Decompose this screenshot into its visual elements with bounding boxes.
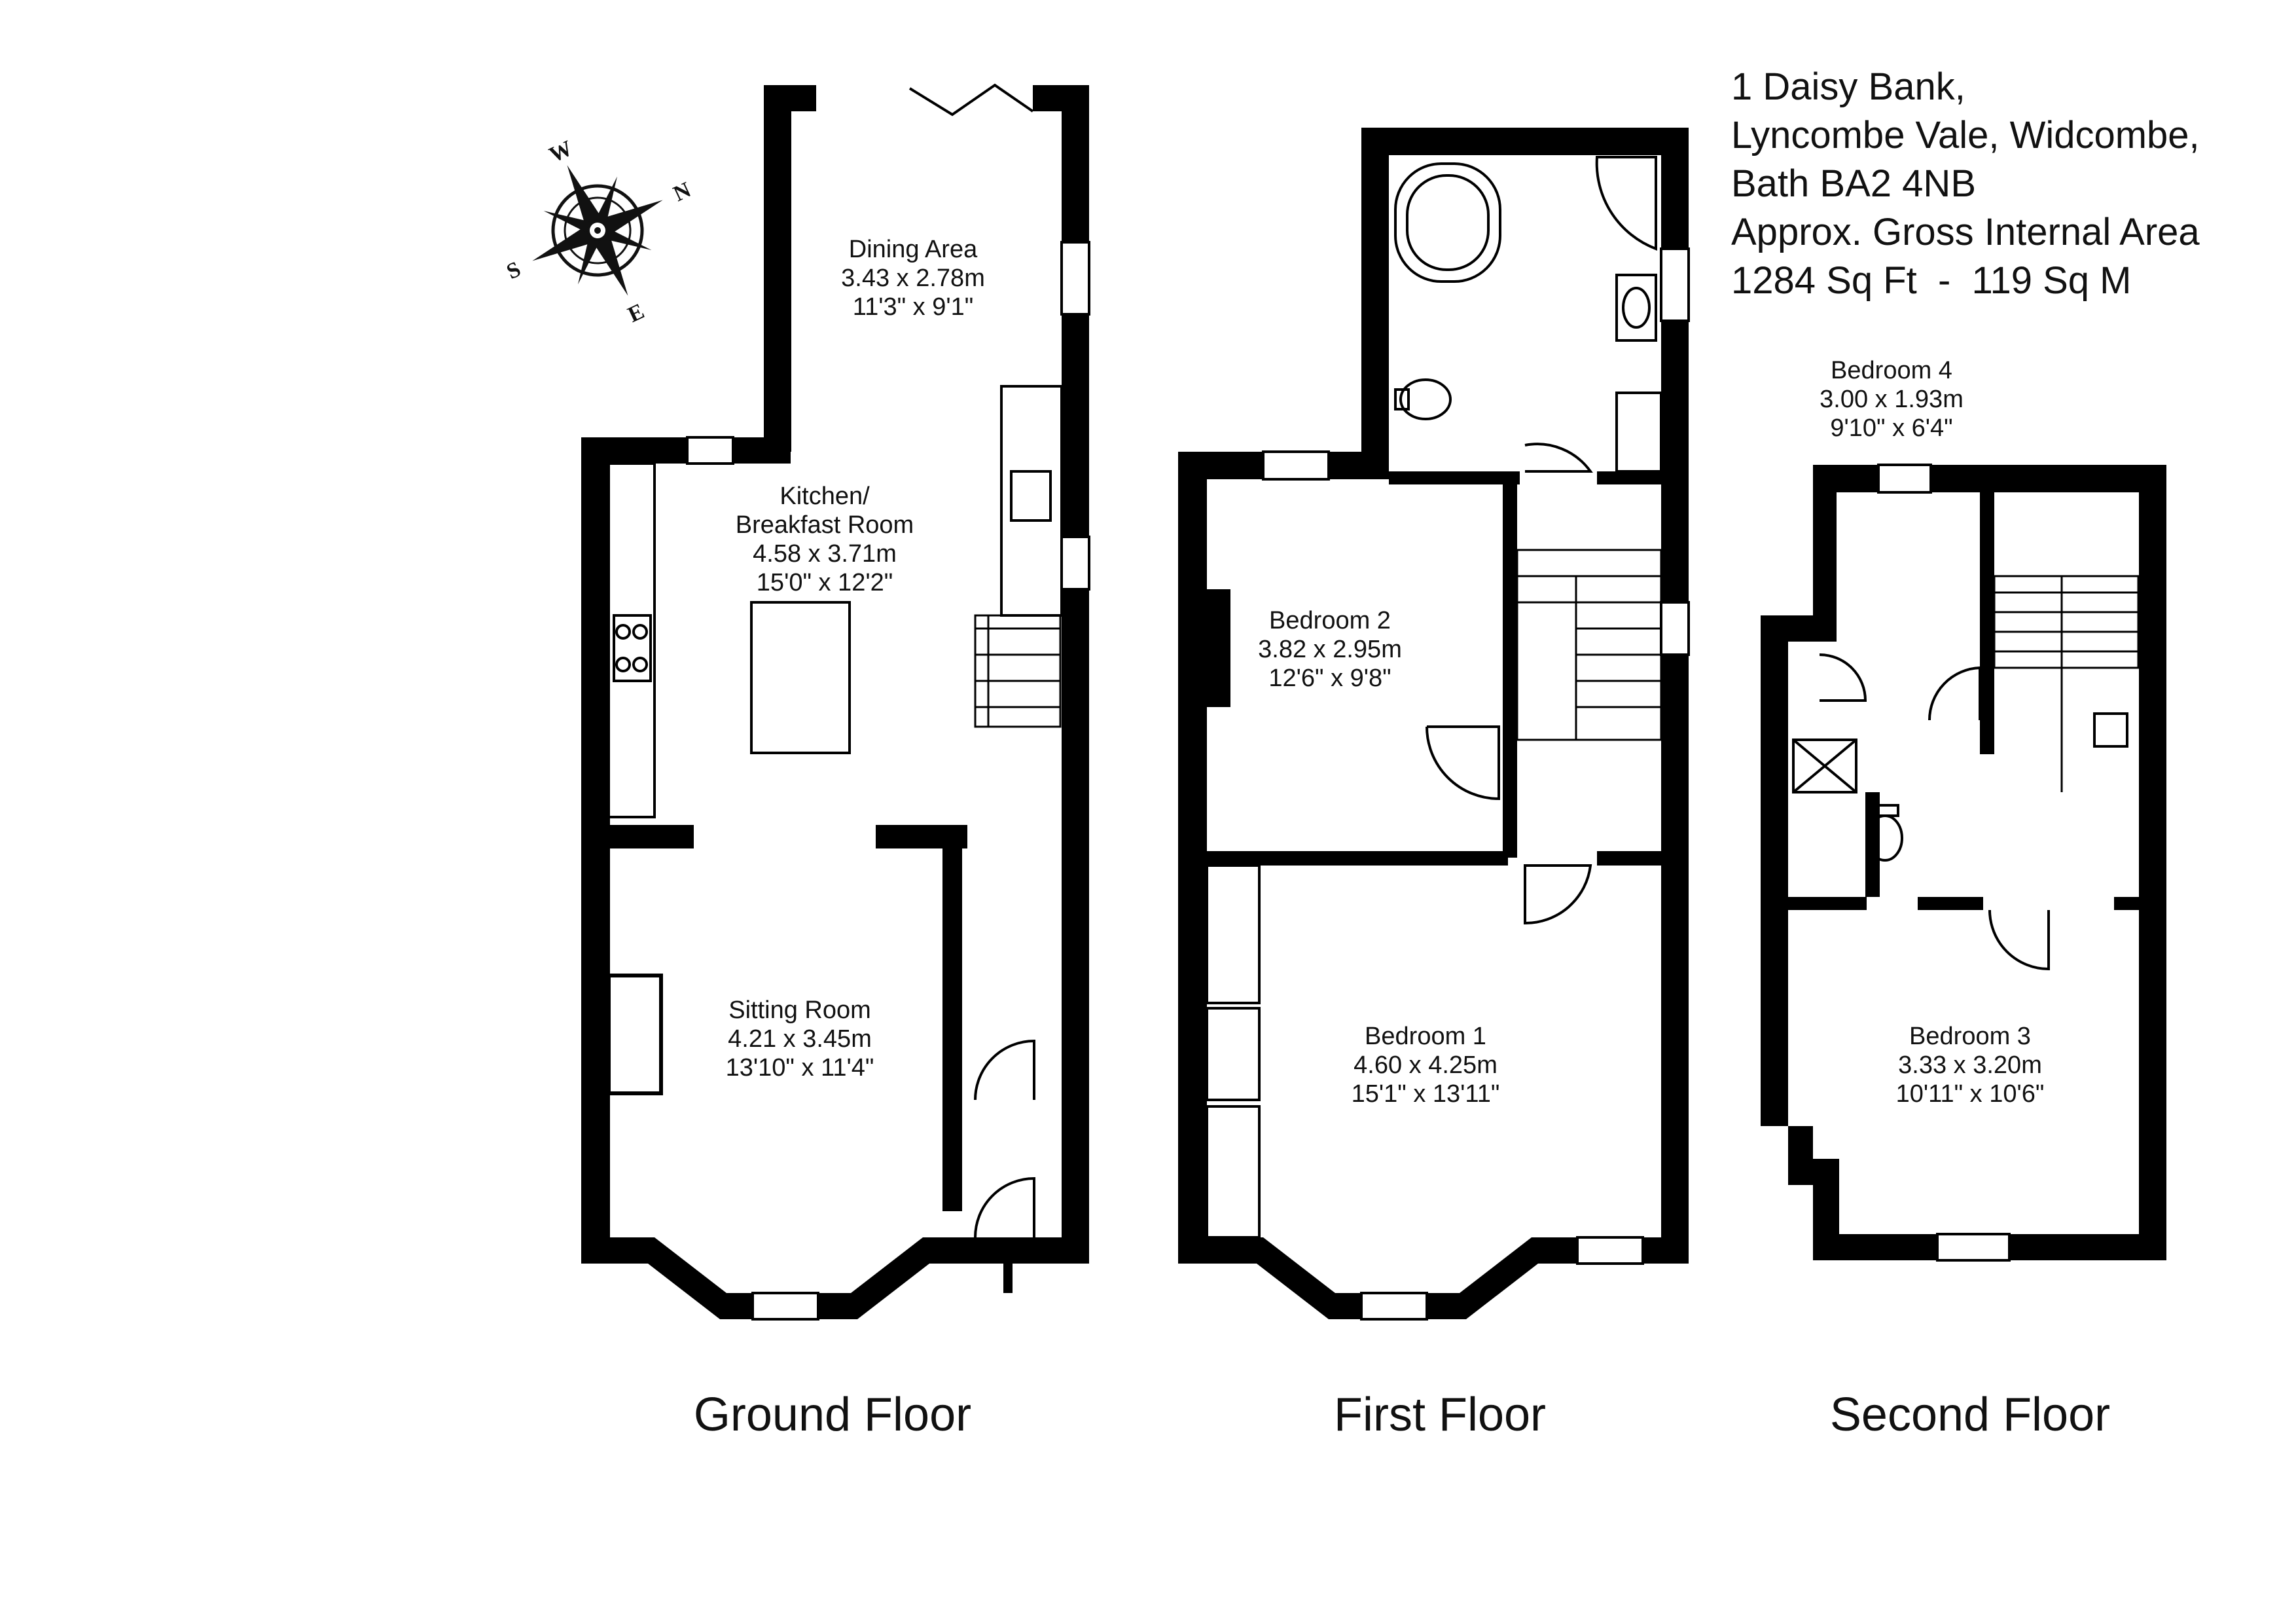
room-kitchen-imperial: 15'0" x 12'2" <box>757 569 893 596</box>
ground-floor-walls <box>581 85 1089 1319</box>
shower-room-fixtures <box>1792 712 2128 862</box>
room-kitchen-name1: Kitchen/ <box>780 483 870 510</box>
address-line-1: 1 Daisy Bank, <box>1731 65 1965 108</box>
room-kitchen-name2: Breakfast Room <box>736 511 914 539</box>
room-dining-imperial: 11'3" x 9'1" <box>853 293 973 321</box>
second-floor-doors <box>1819 653 2050 971</box>
compass-north: N <box>670 177 694 206</box>
second-floor-plan: Bedroom 4 3.00 x 1.93m 9'10" x 6'4" Bedr… <box>1761 357 2166 1441</box>
compass-east: E <box>624 299 648 327</box>
compass-rose-icon: W N E S <box>503 136 695 327</box>
room-bed4-name: Bedroom 4 <box>1831 357 1952 384</box>
first-floor-windows <box>1262 247 1690 1321</box>
address-line-3: Bath BA2 4NB <box>1731 162 1976 205</box>
address-line-2: Lyncombe Vale, Widcombe, <box>1731 114 2200 156</box>
wardrobes <box>1206 864 1261 1239</box>
second-floor-walls <box>1761 465 2166 1260</box>
room-kitchen-metric: 4.58 x 3.71m <box>753 540 897 568</box>
area-label: Approx. Gross Internal Area <box>1731 211 2200 253</box>
first-floor-doors <box>1426 443 1593 925</box>
ground-floor-plan: Dining Area 3.43 x 2.78m 11'3" x 9'1" Ki… <box>581 83 1090 1441</box>
first-floor-plan: Bedroom 2 3.82 x 2.95m 12'6" x 9'8" Bedr… <box>1178 128 1690 1441</box>
second-floor-stairs <box>1993 575 2140 792</box>
room-bed2-imperial: 12'6" x 9'8" <box>1268 665 1391 692</box>
second-floor-label: Second Floor <box>1830 1389 2110 1441</box>
room-dining-metric: 3.43 x 2.78m <box>841 264 985 292</box>
ground-floor-stairs <box>974 614 1062 728</box>
area-value: 1284 Sq Ft - 119 Sq M <box>1731 259 2132 302</box>
property-address-block: 1 Daisy Bank, Lyncombe Vale, Widcombe, B… <box>1731 63 2200 305</box>
room-bed2-metric: 3.82 x 2.95m <box>1258 636 1402 663</box>
room-bed4-imperial: 9'10" x 6'4" <box>1830 414 1952 442</box>
room-bed1-metric: 4.60 x 4.25m <box>1354 1051 1498 1079</box>
room-bed4-metric: 3.00 x 1.93m <box>1820 386 1964 413</box>
second-floor-windows <box>1877 464 2011 1262</box>
ground-floor-label: Ground Floor <box>694 1389 971 1441</box>
compass-west: W <box>546 136 576 168</box>
room-bed1-name: Bedroom 1 <box>1365 1023 1486 1050</box>
entrance-arrow-icon <box>992 1241 1024 1293</box>
room-bed2-name: Bedroom 2 <box>1269 607 1391 634</box>
room-bed3-metric: 3.33 x 3.20m <box>1898 1051 2042 1079</box>
room-dining-name: Dining Area <box>849 236 978 263</box>
room-sitting-name: Sitting Room <box>728 996 871 1024</box>
compass-south: S <box>503 257 525 285</box>
ground-floor-windows <box>686 241 1090 1321</box>
room-sitting-metric: 4.21 x 3.45m <box>728 1025 872 1053</box>
room-bed3-imperial: 10'11" x 10'6" <box>1896 1080 2045 1108</box>
ground-floor-doors <box>974 1039 1035 1238</box>
room-bed1-imperial: 15'1" x 13'11" <box>1352 1080 1500 1108</box>
first-floor-label: First Floor <box>1334 1389 1546 1441</box>
room-bed3-name: Bedroom 3 <box>1909 1023 2031 1050</box>
bifold-doors-icon <box>908 83 1034 117</box>
first-floor-stairs <box>1516 549 1662 741</box>
room-sitting-imperial: 13'10" x 11'4" <box>726 1054 874 1082</box>
bathroom-fixtures <box>1394 156 1662 473</box>
first-floor-walls <box>1178 128 1689 1319</box>
